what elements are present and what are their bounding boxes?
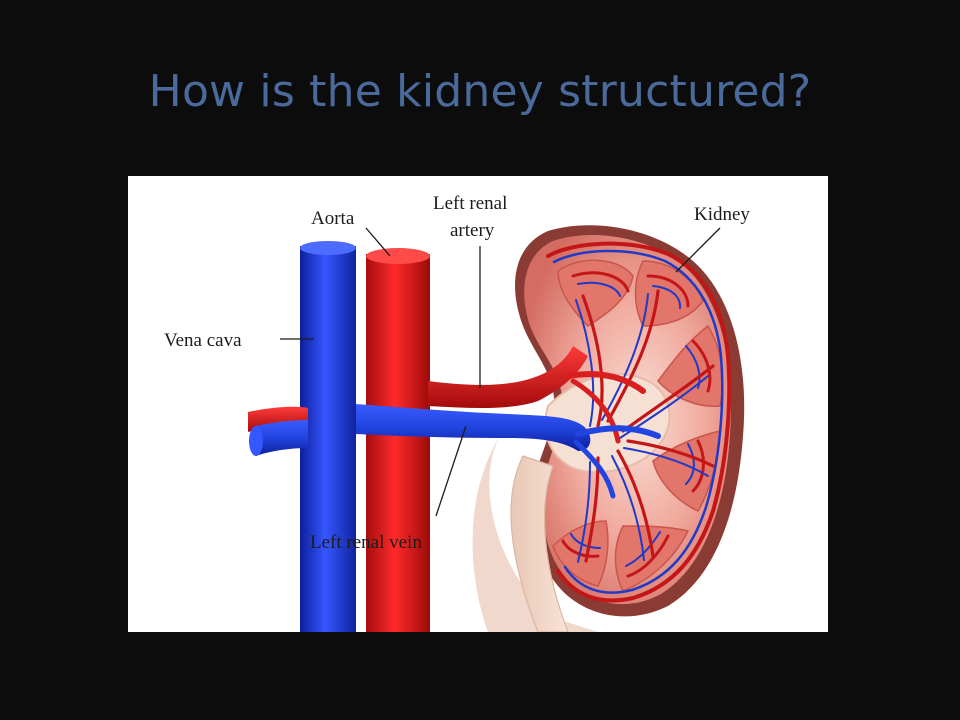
vena-cava-label: Vena cava bbox=[164, 330, 242, 351]
ureter bbox=[510, 455, 569, 632]
kidney-diagram: Aorta Left renal artery Kidney Vena cava… bbox=[164, 193, 750, 632]
left-renal-artery-label-line1: Left renal bbox=[433, 193, 507, 214]
cortical-vessels bbox=[546, 241, 732, 603]
ureter-shadow bbox=[472, 436, 598, 632]
slide-title: How is the kidney structured? bbox=[148, 66, 812, 117]
kidney-diagram-panel: Aorta Left renal artery Kidney Vena cava… bbox=[128, 176, 828, 632]
hilum-branches bbox=[565, 371, 661, 499]
kidney-label: Kidney bbox=[694, 204, 750, 225]
right-renal-vein bbox=[256, 420, 308, 456]
aorta-vessel bbox=[366, 254, 430, 632]
right-renal-vein-end bbox=[249, 426, 263, 456]
left-renal-vein-label: Left renal vein bbox=[310, 532, 422, 553]
left-renal-vein-vessel bbox=[356, 404, 591, 451]
vena-cava-top bbox=[300, 241, 356, 255]
vena-cava-vessel bbox=[300, 246, 356, 632]
aorta-top bbox=[366, 248, 430, 264]
left-renal-artery-vessel bbox=[428, 346, 588, 409]
aorta-label: Aorta bbox=[311, 208, 355, 229]
left-renal-artery-label-line2: artery bbox=[450, 220, 495, 241]
leader-lines bbox=[280, 227, 721, 517]
